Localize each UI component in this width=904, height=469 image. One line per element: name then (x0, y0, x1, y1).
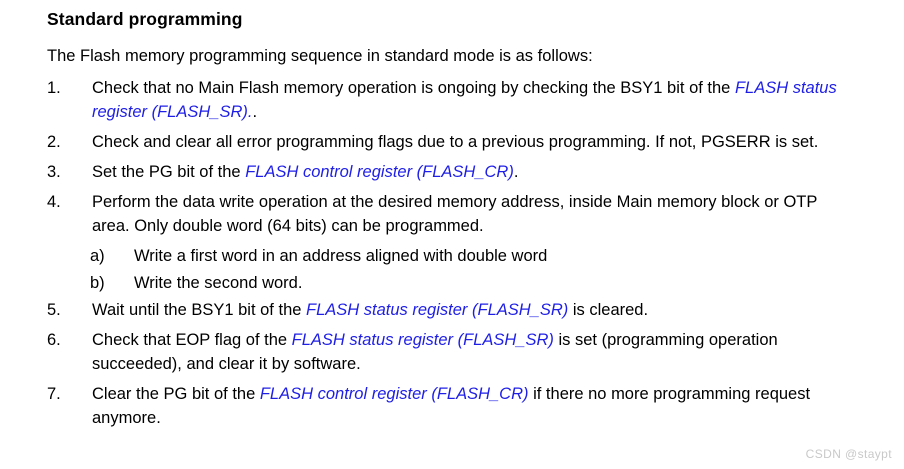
list-item-text-post: is set (programming operation succeeded)… (92, 331, 778, 373)
list-item-text: Perform the data write operation at the … (92, 190, 859, 238)
list-item-marker: 1. (47, 79, 61, 97)
list-item-text-pre: Check that EOP flag of the (92, 331, 292, 349)
sub-list: a) Write a first word in an address alig… (90, 244, 859, 295)
list-item-text-pre: Wait until the BSY1 bit of the (92, 301, 307, 319)
list-item-marker: 5. (47, 301, 61, 319)
list-item-text-pre: Check and clear all error programming fl… (92, 133, 819, 151)
list-item-text: Wait until the BSY1 bit of the FLASH sta… (92, 298, 859, 322)
list-item-text-post: . (252, 103, 258, 121)
list-item: 6. Check that EOP flag of the FLASH stat… (47, 328, 859, 376)
list-item-marker: 7. (47, 385, 61, 403)
intro-paragraph: The Flash memory programming sequence in… (47, 47, 593, 65)
list-item-text: Check that EOP flag of the FLASH status … (92, 328, 859, 376)
sub-list-item-text: Write the second word. (134, 274, 303, 292)
list-item-marker: 6. (47, 331, 61, 349)
list-item-marker: 4. (47, 193, 61, 211)
list-item: 5. Wait until the BSY1 bit of the FLASH … (47, 298, 859, 322)
sub-list-item-marker: a) (90, 247, 105, 265)
register-link-flash-sr[interactable]: FLASH status register (FLASH_SR). (92, 79, 837, 121)
register-link-flash-sr[interactable]: FLASH status register (FLASH_SR) (306, 301, 569, 319)
list-item-text-post: . (513, 163, 519, 181)
page-title: Standard programming (47, 9, 243, 29)
sub-list-item: a) Write a first word in an address alig… (90, 244, 859, 268)
register-link-flash-sr[interactable]: FLASH status register (FLASH_SR) (291, 331, 554, 349)
watermark: CSDN @staypt (805, 447, 892, 461)
sub-list-item-text: Write a first word in an address aligned… (134, 247, 548, 265)
list-item-text-pre: Check that no Main Flash memory operatio… (92, 79, 735, 97)
sub-list-item-marker: b) (90, 274, 105, 292)
list-item-text: Set the PG bit of the FLASH control regi… (92, 160, 859, 184)
list-item: 7. Clear the PG bit of the FLASH control… (47, 382, 859, 430)
sub-list-item: b) Write the second word. (90, 271, 859, 295)
list-item-text: Clear the PG bit of the FLASH control re… (92, 382, 859, 430)
register-link-flash-cr[interactable]: FLASH control register (FLASH_CR) (245, 163, 514, 181)
list-item: 4. Perform the data write operation at t… (47, 190, 859, 238)
list-item-text-pre: Set the PG bit of the (92, 163, 246, 181)
steps-list: 1. Check that no Main Flash memory opera… (47, 76, 859, 436)
list-item: 2. Check and clear all error programming… (47, 130, 859, 154)
list-item-text-pre: Perform the data write operation at the … (92, 193, 818, 235)
list-item-marker: 2. (47, 133, 61, 151)
list-item-marker: 3. (47, 163, 61, 181)
list-item: 3. Set the PG bit of the FLASH control r… (47, 160, 859, 184)
list-item-text-pre: Clear the PG bit of the (92, 385, 260, 403)
list-item-text: Check and clear all error programming fl… (92, 130, 859, 154)
list-item-text-post: is cleared. (568, 301, 649, 319)
register-link-flash-cr[interactable]: FLASH control register (FLASH_CR) (259, 385, 529, 403)
list-item-text-post: if there no more programming request any… (92, 385, 811, 427)
list-item-text: Check that no Main Flash memory operatio… (92, 76, 859, 124)
list-item: 1. Check that no Main Flash memory opera… (47, 76, 859, 124)
